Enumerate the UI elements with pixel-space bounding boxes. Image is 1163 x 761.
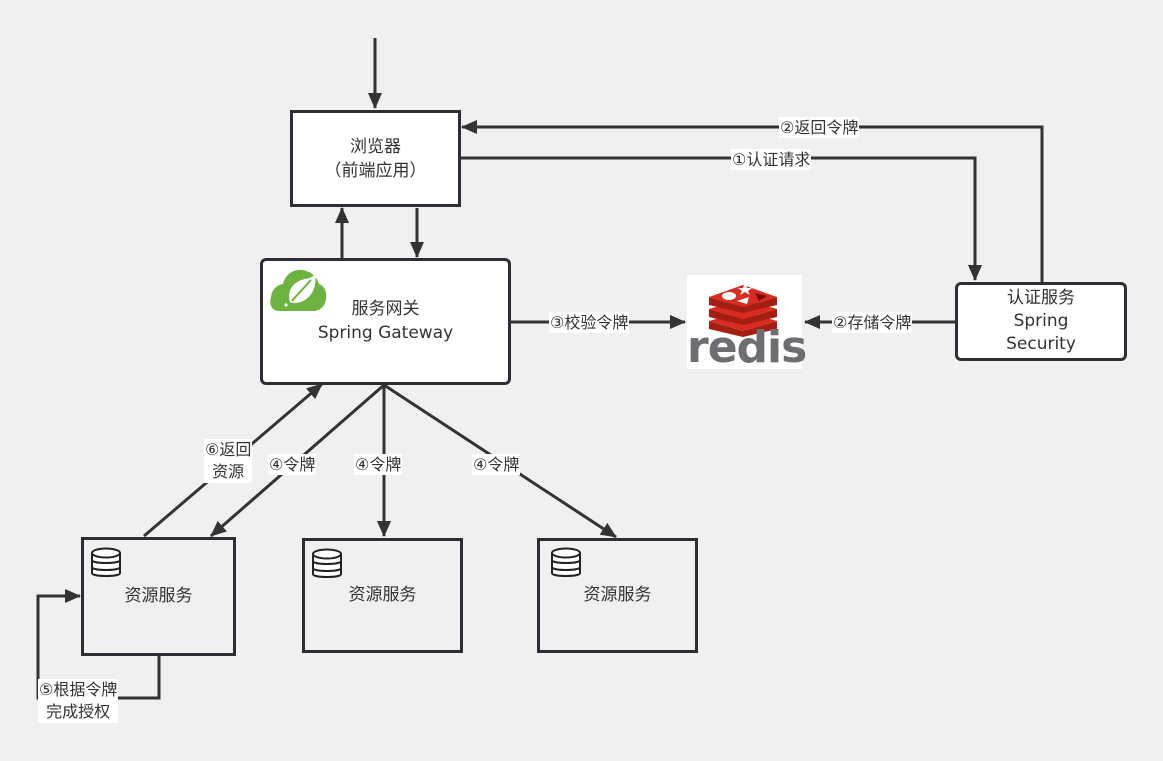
edge-label-authorize: ⑤根据令牌 完成授权 — [38, 679, 119, 723]
edge-label-auth-request: ①认证请求 — [731, 149, 812, 170]
auth-request-arrow — [460, 156, 982, 281]
browser-title: 浏览器 — [350, 136, 401, 157]
resource-label: 资源服务 — [124, 585, 193, 606]
edge-label-verify-token: ③校验令牌 — [549, 312, 630, 333]
edge-label-token-3: ④令牌 — [472, 454, 521, 475]
resource-service-node[interactable]: 资源服务 — [537, 538, 698, 653]
auth-service-node[interactable]: 认证服务 Spring Security — [955, 282, 1127, 361]
resource-label: 资源服务 — [583, 584, 652, 605]
edge-label-return-resource-line2: 资源 — [212, 462, 245, 481]
gateway-node[interactable]: 服务网关 Spring Gateway — [260, 258, 511, 385]
resource-label: 资源服务 — [348, 584, 417, 605]
redis-node[interactable]: redis — [687, 275, 807, 373]
edge-label-store-token: ②存储令牌 — [832, 312, 913, 333]
edge-label-return-resource-line1: ⑥返回 — [205, 440, 252, 459]
edge-label-return-resource: ⑥返回 资源 — [204, 439, 253, 483]
return-token-arrow — [461, 120, 1044, 282]
database-icon — [551, 547, 581, 577]
edge-label-authorize-line2: 完成授权 — [46, 702, 111, 721]
edge-label-return-token: ②返回令牌 — [779, 117, 860, 138]
browser-subtitle: （前端应用） — [324, 160, 427, 181]
gateway-subtitle: Spring Gateway — [317, 322, 454, 343]
gateway-title: 服务网关 — [351, 298, 420, 319]
auth-title: 认证服务 — [1007, 288, 1075, 308]
edge-label-token-1: ④令牌 — [268, 454, 317, 475]
spring-leaf-icon — [270, 269, 327, 311]
database-icon — [91, 547, 121, 577]
edge-label-authorize-line1: ⑤根据令牌 — [39, 680, 118, 699]
database-icon — [312, 548, 342, 578]
redis-wordmark: redis — [687, 322, 807, 373]
browser-node[interactable]: 浏览器 （前端应用） — [290, 110, 461, 207]
auth-subtitle-2: Security — [1006, 334, 1076, 354]
auth-subtitle-1: Spring — [1013, 311, 1069, 331]
redis-logo-icon — [709, 283, 777, 337]
resource-service-node[interactable]: 资源服务 — [302, 538, 463, 653]
edge-label-token-2: ④令牌 — [354, 454, 403, 475]
resource-service-node[interactable]: 资源服务 — [81, 537, 236, 656]
